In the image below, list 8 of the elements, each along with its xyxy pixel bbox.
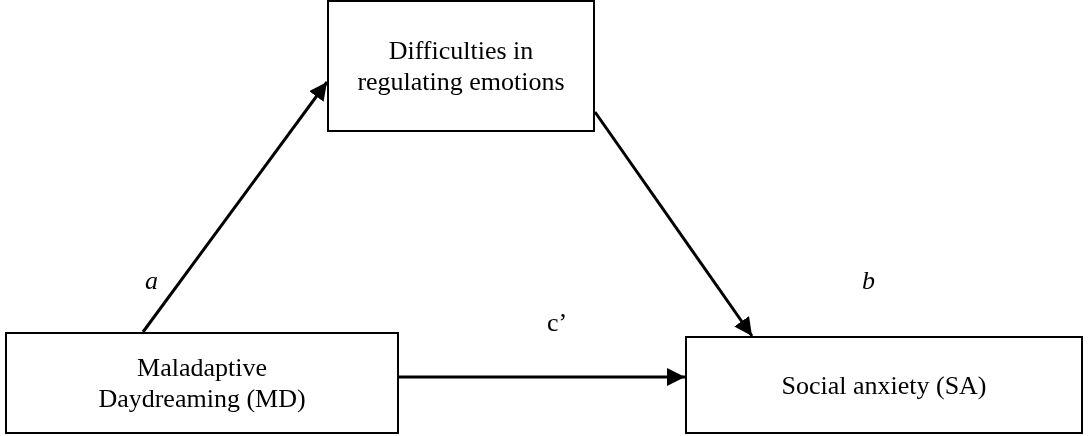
arrow [141,81,329,333]
arrow [399,368,685,386]
variable-box [685,336,1083,434]
variable-box [327,0,595,132]
variable-label: Social anxiety (SA) [781,369,987,401]
variable-box [5,332,399,434]
variable-label: Maladaptive Daydreaming (MD) [97,352,307,414]
variable-label: Difficulties in regulating emotions [356,35,566,97]
